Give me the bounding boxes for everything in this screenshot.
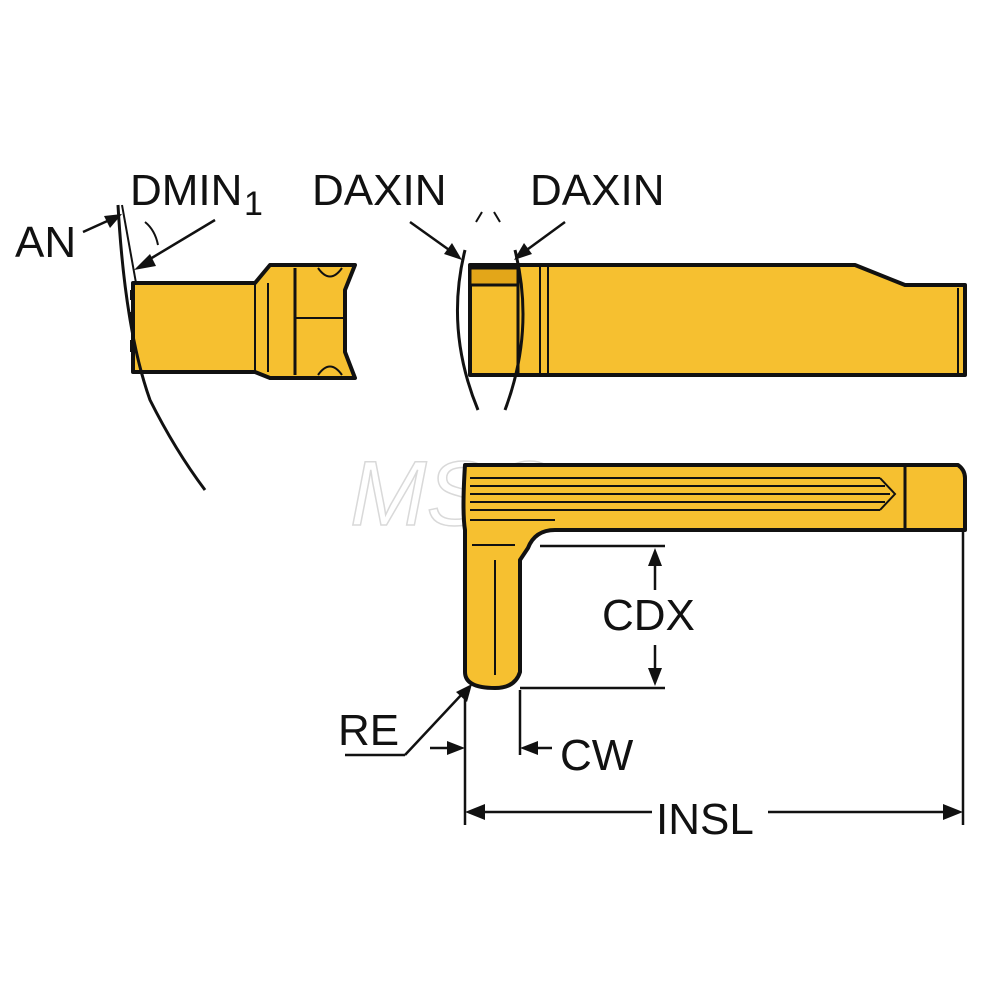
side-insert-body: [468, 263, 967, 377]
left-insert-body: [131, 263, 357, 380]
cdx-label: CDX: [602, 591, 695, 640]
dmin-subscript: 1: [244, 185, 263, 223]
daxin-arc-left: [455, 249, 480, 411]
re-label: RE: [338, 706, 399, 755]
cw-label: CW: [560, 731, 634, 780]
left-end-view: [82, 204, 357, 491]
daxin-label-left: DAXIN: [312, 166, 446, 215]
top-view: [461, 463, 967, 690]
daxin-arc-right: [503, 249, 525, 411]
insl-label: INSL: [656, 795, 754, 844]
dimensions: [345, 530, 965, 825]
an-label: AN: [15, 218, 76, 267]
dmin-arc: [116, 204, 207, 491]
dmin-label: DMIN: [130, 166, 242, 215]
daxin-label-right: DAXIN: [530, 166, 664, 215]
side-view: [409, 211, 967, 411]
top-insert-body: [461, 463, 967, 690]
